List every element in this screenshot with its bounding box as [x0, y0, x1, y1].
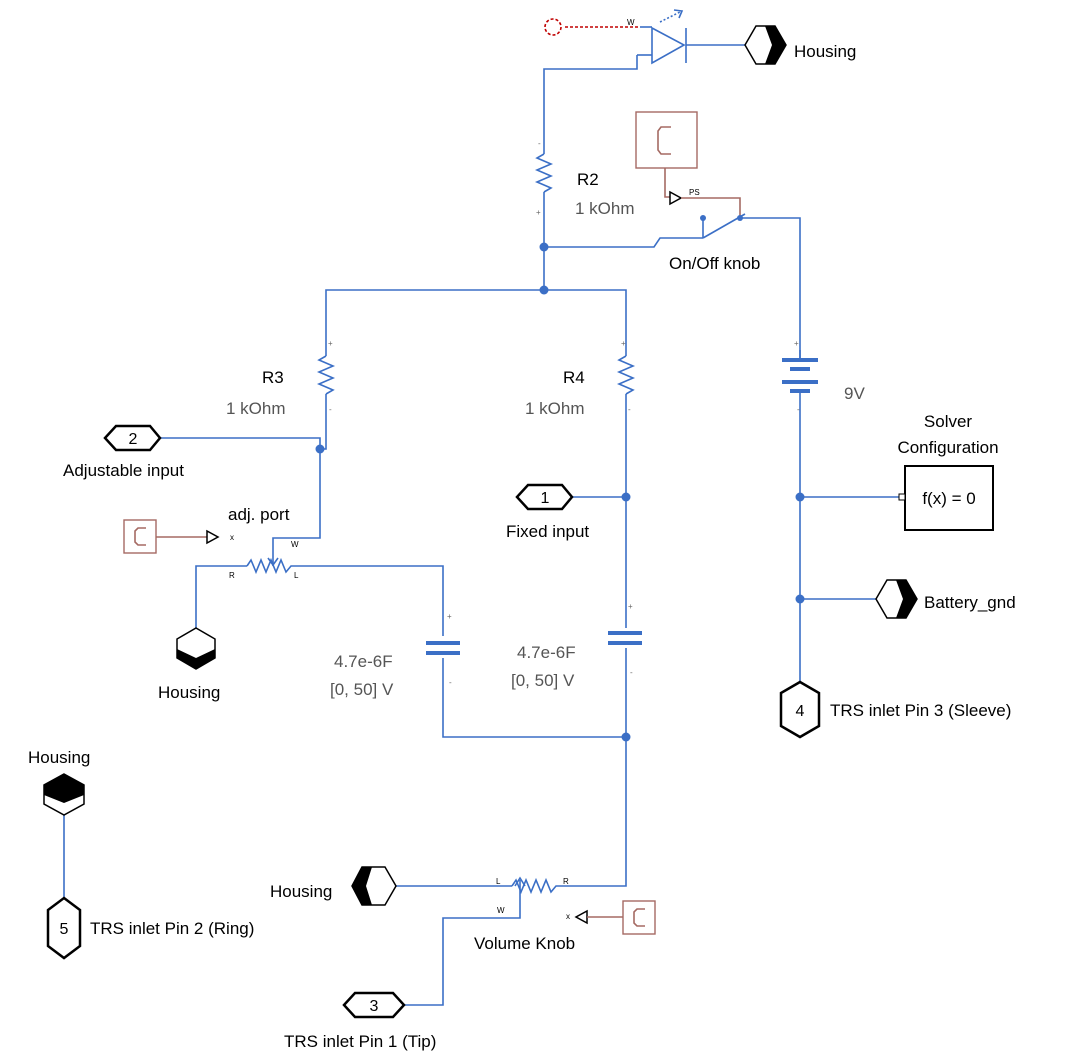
solver-title-line2: Configuration: [897, 438, 998, 457]
r2-name: R2: [577, 170, 599, 189]
port-1-label: Fixed input: [506, 522, 589, 541]
solver-title-line1: Solver: [924, 412, 973, 431]
volume-potentiometer[interactable]: L R W: [496, 876, 569, 915]
r4-plus: +: [621, 339, 626, 348]
port-3-label: TRS inlet Pin 1 (Tip): [284, 1032, 436, 1051]
r4-value: 1 kOhm: [525, 399, 585, 418]
r3-minus: -: [329, 405, 332, 414]
junction-nodes: [315, 242, 805, 742]
port-2-label: Adjustable input: [63, 461, 184, 480]
port-4-label: TRS inlet Pin 3 (Sleeve): [830, 701, 1011, 720]
port-4-sleeve[interactable]: 4: [779, 680, 821, 739]
c-right-value: 4.7e-6F: [517, 643, 576, 662]
c-left-plus: +: [447, 612, 452, 621]
housing-adj-label: Housing: [158, 683, 220, 702]
switch-ps-label: PS: [689, 188, 700, 197]
housing-connection-led[interactable]: Housing: [744, 25, 856, 65]
r4-name: R4: [563, 368, 585, 387]
adj-w-label: W: [291, 540, 299, 549]
port-2-adjustable-input[interactable]: 2: [103, 424, 162, 452]
c-left-value: 4.7e-6F: [334, 652, 393, 671]
adj-x-label: x: [230, 533, 234, 542]
capacitor-left[interactable]: + -: [426, 612, 460, 687]
port-3-number: 3: [370, 998, 379, 1015]
solver-equation: f(x) = 0: [922, 489, 975, 508]
volume-r-label: R: [563, 877, 569, 886]
port-2-number: 2: [129, 431, 138, 448]
volume-w-label: W: [497, 906, 505, 915]
housing-left-label: Housing: [28, 748, 90, 767]
housing-connection-volume[interactable]: [351, 866, 397, 906]
volume-constant-block[interactable]: [622, 900, 656, 935]
switch-constant-block[interactable]: [635, 111, 698, 169]
housing-connection-adj[interactable]: [176, 627, 216, 670]
c-left-minus: -: [449, 678, 452, 687]
resistor-r4[interactable]: + -: [616, 339, 636, 414]
volume-x-port-icon: [574, 909, 588, 925]
battery-gnd-label: Battery_gnd: [924, 593, 1016, 612]
switch-name: On/Off knob: [669, 254, 760, 273]
r3-plus: +: [328, 339, 333, 348]
battery-gnd-connection[interactable]: [875, 579, 918, 619]
battery-minus: -: [797, 405, 800, 414]
battery-value: 9V: [844, 384, 865, 403]
c-right-range: [0, 50] V: [511, 671, 575, 690]
r2-value: 1 kOhm: [575, 199, 635, 218]
battery-9v[interactable]: + -: [782, 339, 818, 414]
housing-connection-left[interactable]: [43, 773, 85, 816]
c-right-minus: -: [630, 668, 633, 677]
r3-value: 1 kOhm: [226, 399, 286, 418]
led-port-label: W: [627, 18, 635, 27]
adj-potentiometer[interactable]: W R L: [229, 540, 299, 580]
volume-l-label: L: [496, 877, 501, 886]
r2-plus: +: [536, 208, 541, 217]
wires: [63, 44, 900, 1006]
solver-configuration-block[interactable]: f(x) = 0: [898, 465, 994, 531]
battery-plus: +: [794, 339, 799, 348]
c-right-plus: +: [628, 602, 633, 611]
volume-x-label: x: [566, 912, 570, 921]
adj-r-label: R: [229, 571, 235, 580]
adj-x-port-icon: [206, 529, 220, 545]
port-5-ring[interactable]: 5: [46, 896, 82, 960]
r2-minus: -: [538, 139, 541, 148]
capacitor-right[interactable]: + -: [608, 602, 642, 677]
volume-name: Volume Knob: [474, 934, 575, 953]
resistor-r2[interactable]: - +: [534, 139, 554, 217]
housing-volume-label: Housing: [270, 882, 332, 901]
adj-pot-name: adj. port: [228, 505, 290, 524]
port-1-number: 1: [541, 490, 550, 507]
resistor-r3[interactable]: + -: [316, 339, 336, 414]
c-left-range: [0, 50] V: [330, 680, 394, 699]
r4-minus: -: [628, 405, 631, 414]
port-5-label: TRS inlet Pin 2 (Ring): [90, 919, 254, 938]
on-off-switch[interactable]: [700, 213, 746, 239]
adj-constant-block[interactable]: [123, 519, 157, 554]
port-1-fixed-input[interactable]: 1: [515, 483, 574, 511]
port-4-number: 4: [796, 703, 805, 720]
r3-name: R3: [262, 368, 284, 387]
housing-led-label: Housing: [794, 42, 856, 61]
adj-l-label: L: [294, 571, 299, 580]
led-icon[interactable]: W: [544, 9, 687, 65]
switch-ps-port-icon: [669, 190, 683, 206]
port-5-number: 5: [60, 921, 69, 938]
port-3-tip[interactable]: 3: [342, 991, 406, 1019]
